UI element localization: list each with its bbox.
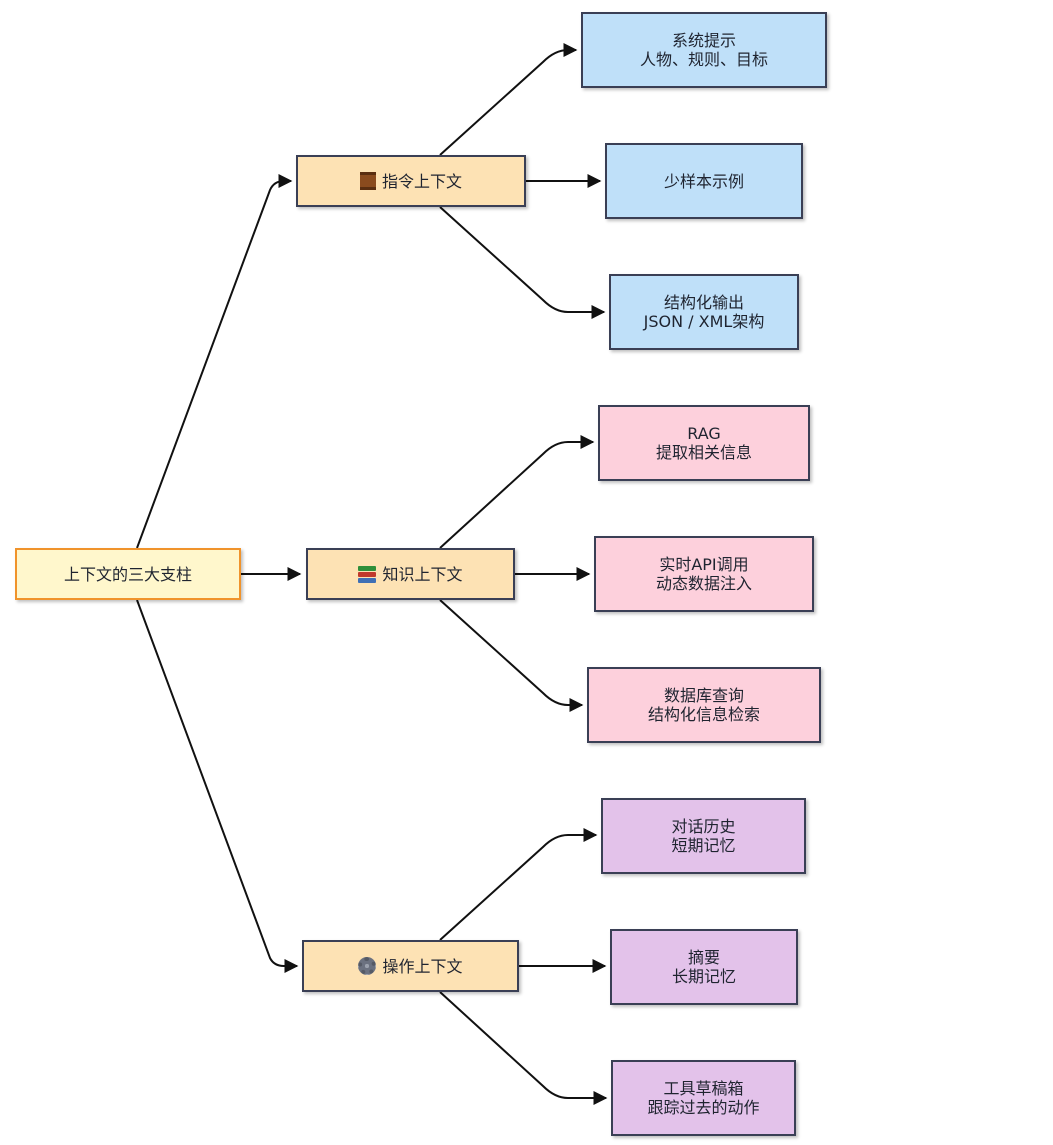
edge-knowledge-leaf-3 xyxy=(439,599,584,712)
branch-knowledge: 知识上下文 xyxy=(306,548,515,600)
leaf-few-shot: 少样本示例 xyxy=(605,143,803,219)
branch-instruction: 指令上下文 xyxy=(296,155,526,207)
leaf-line1: 结构化输出 xyxy=(663,293,744,312)
edge-root-operation xyxy=(136,599,299,973)
edge-instruction-leaf-1 xyxy=(439,43,578,156)
leaf-line1: 少样本示例 xyxy=(663,171,744,191)
leaf-database-query: 数据库查询 结构化信息检索 xyxy=(587,667,821,743)
leaf-rag: RAG 提取相关信息 xyxy=(598,405,810,481)
leaf-line1: 实时API调用 xyxy=(659,555,749,574)
scroll-icon xyxy=(359,172,376,190)
leaf-line2: 短期记忆 xyxy=(671,836,736,855)
leaf-line2: 动态数据注入 xyxy=(655,574,752,593)
leaf-line2: 长期记忆 xyxy=(671,967,736,986)
edge-root-instruction xyxy=(136,174,293,549)
leaf-realtime-api: 实时API调用 动态数据注入 xyxy=(594,536,814,612)
leaf-structured-output: 结构化输出 JSON / XML架构 xyxy=(609,274,799,350)
leaf-line1: 数据库查询 xyxy=(663,686,744,705)
leaf-line2: 结构化信息检索 xyxy=(647,705,760,724)
leaf-summary: 摘要 长期记忆 xyxy=(610,929,798,1005)
leaf-line1: 摘要 xyxy=(687,948,720,967)
leaf-line1: 对话历史 xyxy=(671,817,736,836)
edge-operation-leaf-1 xyxy=(439,828,598,941)
leaf-line1: 工具草稿箱 xyxy=(663,1079,744,1098)
leaf-system-prompt: 系统提示 人物、规则、目标 xyxy=(581,12,827,88)
branch-operation-label: 操作上下文 xyxy=(382,956,463,976)
edge-instruction-leaf-3 xyxy=(439,206,606,319)
branch-knowledge-label: 知识上下文 xyxy=(382,564,463,584)
root-label: 上下文的三大支柱 xyxy=(63,564,192,584)
edge-operation-leaf-3 xyxy=(439,991,608,1105)
leaf-tool-scratchpad: 工具草稿箱 跟踪过去的动作 xyxy=(611,1060,796,1136)
leaf-line2: 跟踪过去的动作 xyxy=(647,1098,760,1117)
leaf-conversation-history: 对话历史 短期记忆 xyxy=(601,798,806,874)
root-node: 上下文的三大支柱 xyxy=(15,548,241,600)
leaf-line1: 系统提示 xyxy=(671,31,736,50)
leaf-line2: 人物、规则、目标 xyxy=(639,50,768,69)
branch-instruction-label: 指令上下文 xyxy=(381,171,462,191)
branch-operation: 操作上下文 xyxy=(302,940,519,992)
leaf-line1: RAG xyxy=(687,424,721,443)
leaf-line2: 提取相关信息 xyxy=(655,443,752,462)
edge-knowledge-leaf-1 xyxy=(439,435,595,549)
leaf-line2: JSON / XML架构 xyxy=(643,312,765,331)
gear-icon xyxy=(358,957,377,975)
books-icon xyxy=(358,565,377,583)
